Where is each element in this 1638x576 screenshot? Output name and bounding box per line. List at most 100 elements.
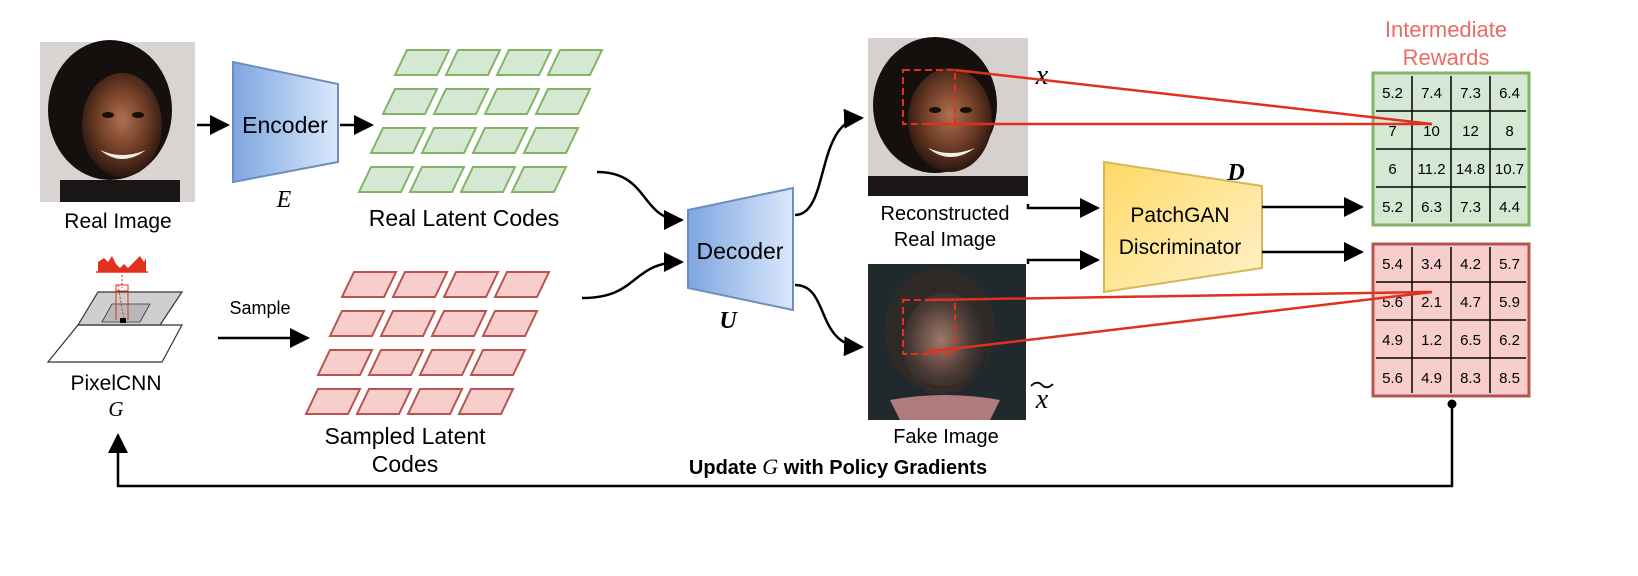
sampled-latent-codes-label-line1: Sampled Latent: [324, 423, 486, 449]
fake-reward-cell-value: 6.2: [1499, 332, 1520, 349]
fake-reward-cell-value: 4.2: [1460, 256, 1481, 273]
real-reward-cell-value: 8: [1505, 123, 1513, 140]
real-reward-cell-value: 4.4: [1499, 199, 1520, 216]
decoder-block: [687, 186, 794, 312]
sampled-latent-codes-grid: [304, 271, 551, 415]
x-symbol: x: [1035, 60, 1049, 91]
fake-patch-line-top: [925, 290, 1433, 302]
real-reward-cell-value: 11.2: [1417, 161, 1445, 178]
sampled-latent-code-cell: [430, 310, 488, 337]
real-latent-code-cell: [381, 88, 439, 115]
sampled-latent-code-cell: [379, 310, 437, 337]
fake-reward-cell-value: 4.9: [1382, 332, 1403, 349]
fake-reward-cell-value: 8.5: [1499, 370, 1520, 387]
arrow-real-latents-to-decoder: [596, 170, 684, 230]
fake-reward-cell-value: 5.4: [1382, 256, 1403, 273]
real-reward-cell-value: 12: [1462, 123, 1479, 140]
real-latent-codes-grid: [357, 49, 604, 193]
real-latent-code-cell: [393, 49, 451, 76]
encoder-block: [232, 60, 339, 184]
real-patch-line-top: [954, 68, 1433, 126]
arrow-decoder-to-reconstructed: [794, 108, 864, 217]
fake-reward-cell-value: 2.1: [1421, 294, 1442, 311]
real-latent-code-cell: [483, 88, 541, 115]
sampled-latent-code-cell: [418, 349, 476, 376]
real-reward-cell-value: 7: [1388, 123, 1396, 140]
reconstructed-label-line2: Real Image: [894, 229, 996, 251]
real-latent-code-cell: [495, 49, 553, 76]
real-reward-cell-value: 5.2: [1382, 199, 1403, 216]
real-latent-code-cell: [459, 166, 517, 193]
fake-reward-cell-value: 4.9: [1421, 370, 1442, 387]
real-latent-code-cell: [534, 88, 592, 115]
fake-reward-cell-value: 1.2: [1421, 332, 1442, 349]
discriminator-symbol: D: [1226, 160, 1244, 186]
sampled-latent-code-cell: [457, 388, 515, 415]
pixelcnn-symbol: G: [108, 397, 123, 421]
rewards-title-line1: Intermediate: [1385, 17, 1507, 42]
rewards-title-line2: Rewards: [1403, 45, 1490, 70]
sample-label: Sample: [229, 298, 290, 318]
sampled-latent-code-cell: [367, 349, 425, 376]
update-label: Update G with Policy Gradients: [689, 454, 987, 479]
fake-image-label: Fake Image: [893, 426, 999, 448]
real-latent-code-cell: [420, 127, 478, 154]
fake-patch-line-bottom: [925, 290, 1433, 354]
fake-reward-cell-value: 4.7: [1460, 294, 1481, 311]
fake-reward-cell-value: 3.4: [1421, 256, 1442, 273]
sampled-latent-code-cell: [316, 349, 374, 376]
sampled-latent-code-cell: [442, 271, 500, 298]
real-latent-code-cell: [357, 166, 415, 193]
fake-reward-cell-value: 5.6: [1382, 370, 1403, 387]
real-reward-cell-value: 6.3: [1421, 199, 1442, 216]
sampled-latent-code-cell: [481, 310, 539, 337]
fake-reward-cell-value: 8.3: [1460, 370, 1481, 387]
sampled-latent-code-cell: [391, 271, 449, 298]
sampled-latent-code-cell: [328, 310, 386, 337]
pixelcnn-diagram-icon: [46, 256, 184, 363]
real-latent-code-cell: [432, 88, 490, 115]
real-latent-code-cell: [510, 166, 568, 193]
real-reward-cell-value: 10.7: [1495, 161, 1524, 178]
sampled-latent-code-cell: [469, 349, 527, 376]
decoder-label: Decoder: [697, 238, 784, 264]
sampled-latent-code-cell: [493, 271, 551, 298]
real-latent-code-cell: [369, 127, 427, 154]
real-reward-cell-value: 7.3: [1460, 85, 1481, 102]
sampled-latent-code-cell: [340, 271, 398, 298]
discriminator-label-line1: PatchGAN: [1130, 204, 1229, 227]
fake-reward-cell-value: 5.9: [1499, 294, 1520, 311]
real-reward-cell-value: 6.4: [1499, 85, 1520, 102]
discriminator-block: [1103, 160, 1263, 294]
arrow-decoder-to-fake: [794, 283, 864, 357]
real-reward-cell-value: 10: [1423, 123, 1440, 140]
arrow-fake-to-discriminator: [1026, 250, 1100, 270]
sampled-latent-code-cell: [304, 388, 362, 415]
real-latent-code-cell: [408, 166, 466, 193]
real-reward-cell-value: 6: [1388, 161, 1396, 178]
sampled-latent-codes-label-line2: Codes: [372, 451, 438, 477]
reconstructed-label-line1: Reconstructed: [881, 203, 1010, 225]
pixelcnn-label: PixelCNN: [70, 372, 161, 395]
x-tilde-symbol: x: [1035, 384, 1049, 415]
feedback-arrow: [108, 404, 1454, 488]
arrow-sampled-latents-to-decoder: [581, 252, 684, 300]
sampled-latent-code-cell: [406, 388, 464, 415]
fake-reward-cell-value: 5.7: [1499, 256, 1520, 273]
real-reward-cell-value: 7.3: [1460, 199, 1481, 216]
decoder-symbol: U: [719, 308, 738, 334]
real-image-label: Real Image: [64, 210, 171, 233]
sampled-latent-code-cell: [355, 388, 413, 415]
real-reward-cell-value: 7.4: [1421, 85, 1442, 102]
real-image-photo: [40, 40, 195, 202]
fake-reward-cell-value: 6.5: [1460, 332, 1481, 349]
discriminator-label-line2: Discriminator: [1119, 236, 1242, 259]
x-tilde-mark: [1030, 381, 1054, 389]
encoder-label: Encoder: [242, 112, 328, 138]
reconstructed-image-photo: [868, 37, 1028, 196]
real-latent-codes-label: Real Latent Codes: [369, 205, 560, 231]
real-latent-code-cell: [471, 127, 529, 154]
